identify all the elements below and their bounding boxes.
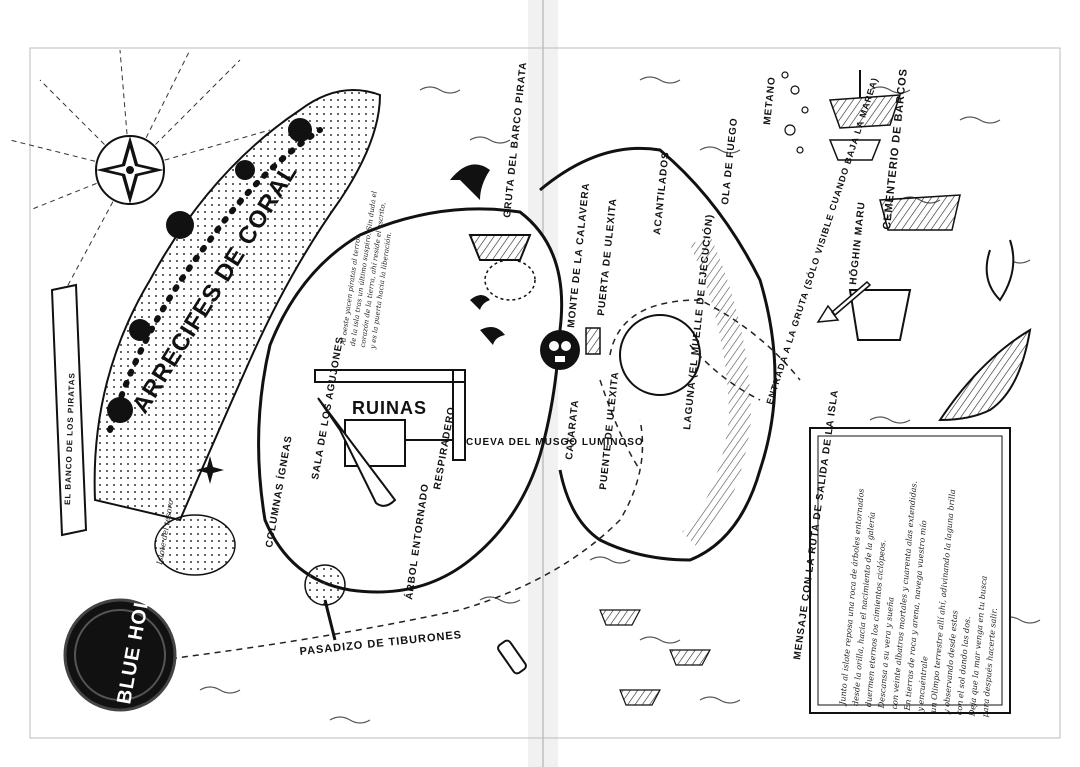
label-cueva: CUEVA DEL MUSGO LUMINOSO bbox=[466, 437, 644, 448]
ship-graveyard bbox=[828, 70, 961, 341]
tree-icon bbox=[304, 564, 346, 641]
treasure-islet bbox=[154, 514, 236, 576]
methane-bubbles bbox=[781, 71, 809, 154]
blue-hole bbox=[63, 598, 177, 712]
pirate-ship-icon bbox=[468, 234, 532, 261]
shipwrecks bbox=[599, 609, 711, 706]
label-ruinas: RUINAS bbox=[352, 398, 427, 418]
label-metano: METANO bbox=[762, 76, 778, 125]
bats bbox=[450, 164, 505, 345]
swordfish-icon bbox=[317, 397, 397, 507]
message-bottle-icon bbox=[497, 639, 527, 675]
title-scroll-banner bbox=[50, 283, 88, 537]
arrow-icon bbox=[816, 280, 872, 323]
poem-box bbox=[809, 427, 1011, 714]
ruins-structure bbox=[314, 369, 466, 467]
shark-icon bbox=[938, 239, 1032, 422]
cliffs-outline bbox=[539, 146, 777, 562]
star-compass-icon bbox=[196, 456, 224, 484]
island-outline bbox=[257, 207, 564, 594]
ulexite-door bbox=[585, 327, 601, 355]
coral-reef-drawing bbox=[93, 89, 382, 522]
routes bbox=[159, 299, 801, 661]
skull-mountain-icon bbox=[540, 330, 580, 370]
compass-rose-icon bbox=[9, 49, 271, 301]
